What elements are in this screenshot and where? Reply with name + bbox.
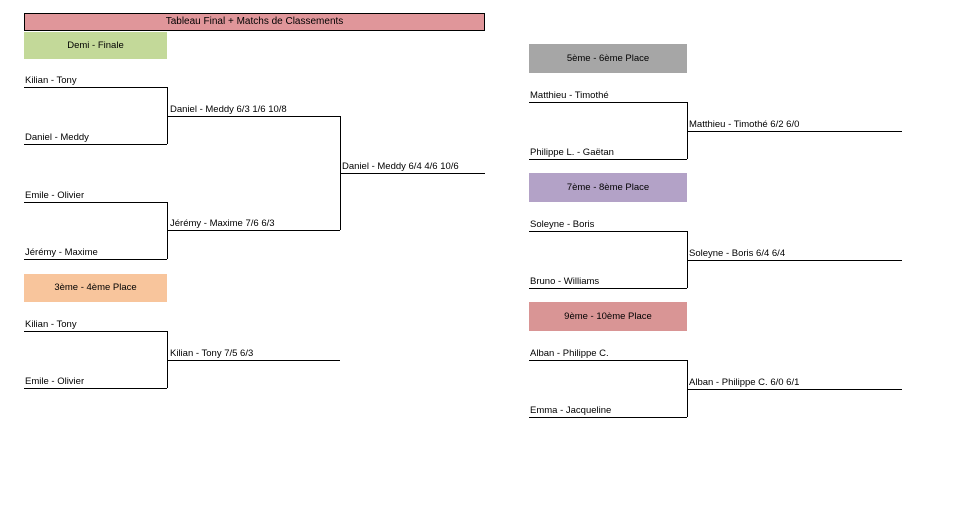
bracket-line (24, 202, 167, 203)
demi-finale-header: Demi - Finale (24, 32, 167, 59)
result-label-semi-2: Jérémy - Maxime 7/6 6/3 (170, 218, 275, 229)
team-label-alban-philippe: Alban - Philippe C. (530, 348, 609, 359)
bracket-line (24, 144, 167, 145)
bracket-connector (687, 231, 688, 288)
place-5-6-header: 5ème - 6ème Place (529, 44, 687, 73)
bracket-line (340, 173, 485, 174)
bracket-line (529, 288, 687, 289)
bracket-line (529, 360, 687, 361)
place-7-8-header: 7ème - 8ème Place (529, 173, 687, 202)
place-9-10-header: 9ème - 10ème Place (529, 302, 687, 331)
bracket-line (687, 260, 902, 261)
result-label-bronze: Kilian - Tony 7/5 6/3 (170, 348, 254, 359)
result-label-place-5: Matthieu - Timothé 6/2 6/0 (689, 119, 800, 130)
bracket-line (529, 102, 687, 103)
bracket-line (687, 389, 902, 390)
bracket-connector (687, 360, 688, 417)
page-title: Tableau Final + Matchs de Classements (24, 13, 485, 31)
team-label-jeremy-maxime: Jérémy - Maxime (25, 247, 98, 258)
bracket-line (529, 417, 687, 418)
bronze-header: 3ème - 4ème Place (24, 274, 167, 302)
bracket-line (167, 116, 340, 117)
bracket-line (167, 230, 340, 231)
team-label-kilian-tony: Kilian - Tony (25, 319, 77, 330)
result-label-place-9: Alban - Philippe C. 6/0 6/1 (689, 377, 800, 388)
bracket-line (24, 388, 167, 389)
team-label-bruno-williams: Bruno - Williams (530, 276, 600, 287)
bracket-connector (687, 102, 688, 159)
team-label-matthieu-timothe: Matthieu - Timothé (530, 90, 609, 101)
result-label-final: Daniel - Meddy 6/4 4/6 10/6 (342, 161, 459, 172)
bracket-connector (167, 331, 168, 388)
bracket-line (687, 131, 902, 132)
bracket-line (167, 360, 340, 361)
bracket-connector (167, 87, 168, 144)
bracket-line (529, 159, 687, 160)
team-label-kilian-tony: Kilian - Tony (25, 75, 77, 86)
team-label-emma-jacqueline: Emma - Jacqueline (530, 405, 612, 416)
team-label-soleyne-boris: Soleyne - Boris (530, 219, 595, 230)
bracket-line (529, 231, 687, 232)
team-label-philippe-gaetan: Philippe L. - Gaëtan (530, 147, 614, 158)
bracket-line (24, 87, 167, 88)
result-label-semi-1: Daniel - Meddy 6/3 1/6 10/8 (170, 104, 287, 115)
team-label-emile-olivier: Emile - Olivier (25, 376, 85, 387)
bracket-line (24, 259, 167, 260)
result-label-place-7: Soleyne - Boris 6/4 6/4 (689, 248, 786, 259)
team-label-emile-olivier: Emile - Olivier (25, 190, 85, 201)
bracket-line (24, 331, 167, 332)
team-label-daniel-meddy: Daniel - Meddy (25, 132, 89, 143)
